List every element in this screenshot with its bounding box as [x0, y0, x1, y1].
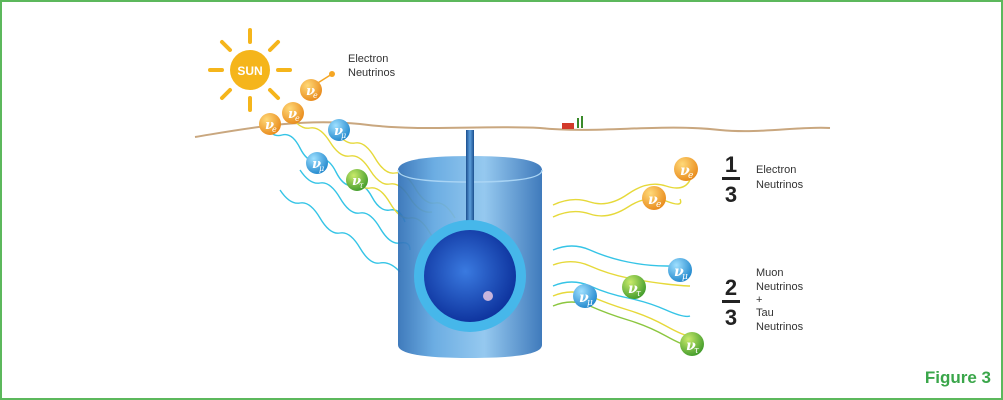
sun-label: SUN [237, 64, 262, 78]
figure-label: Figure 3 [924, 368, 991, 387]
fraction-two-thirds: 2 3 [722, 275, 740, 330]
muon-neutrino-particle: ν μ [573, 284, 597, 308]
muon-neutrino-particle: ν μ [306, 152, 328, 174]
svg-text:ν: ν [288, 107, 297, 122]
fraction-numerator: 1 [725, 152, 737, 177]
electron-neutrino-particle: ν e [282, 102, 304, 124]
svg-text:e: e [272, 125, 277, 134]
farmhouse [562, 116, 583, 129]
svg-text:τ: τ [359, 181, 364, 190]
svg-text:e: e [295, 114, 300, 123]
svg-text:μ: μ [587, 298, 593, 308]
tau-neutrino-particle: ν τ [680, 332, 704, 356]
muon-neutrino-particle: ν μ [328, 119, 350, 141]
svg-text:μ: μ [341, 131, 346, 140]
muon-tau-neutrinos-label: Muon Neutrinos + Tau Neutrinos [756, 267, 806, 333]
fraction-denominator: 3 [725, 305, 737, 330]
sun: SUN [208, 28, 292, 112]
electron-neutrino-particle: ν e [300, 79, 322, 101]
detector-core [424, 230, 516, 322]
fraction-denominator: 3 [725, 182, 737, 207]
fraction-one-third: 1 3 [722, 152, 740, 207]
sun-rays [208, 28, 292, 112]
detector-tank [397, 130, 543, 358]
electron-neutrino-particle: ν e [642, 186, 666, 210]
svg-text:ν: ν [352, 174, 361, 189]
svg-text:μ: μ [319, 164, 324, 173]
sun-disc [230, 50, 270, 90]
outgoing-waves [552, 179, 691, 347]
electron-neutrinos-callout: Electron Neutrinos [348, 53, 396, 79]
tau-neutrino-particle: ν τ [622, 275, 646, 299]
svg-text:ν: ν [674, 264, 684, 280]
electron-neutrino-particle: ν e [674, 157, 698, 181]
svg-text:ν: ν [648, 192, 658, 208]
svg-text:e: e [656, 200, 661, 210]
fraction-bar [722, 300, 740, 303]
svg-text:ν: ν [312, 157, 321, 172]
svg-text:ν: ν [334, 124, 343, 139]
svg-text:ν: ν [680, 163, 690, 179]
svg-text:ν: ν [628, 281, 638, 297]
fraction-numerator: 2 [725, 275, 737, 300]
fraction-bar [722, 177, 740, 180]
svg-text:τ: τ [636, 289, 642, 299]
svg-text:μ: μ [682, 272, 688, 282]
ground-line [194, 121, 831, 138]
svg-text:ν: ν [579, 290, 589, 306]
electron-neutrino-particle: ν e [259, 113, 281, 135]
svg-text:ν: ν [686, 338, 696, 354]
callout-dot [329, 71, 335, 77]
svg-text:τ: τ [694, 346, 700, 356]
svg-text:e: e [313, 91, 318, 100]
tau-neutrino-particle: ν τ [346, 169, 368, 191]
svg-text:ν: ν [306, 84, 315, 99]
muon-neutrino-particle: ν μ [668, 258, 692, 282]
detector-shaft [466, 130, 474, 222]
electron-neutrinos-label: Electron Neutrinos [756, 164, 804, 191]
svg-text:e: e [688, 171, 693, 181]
svg-text:ν: ν [265, 118, 274, 133]
